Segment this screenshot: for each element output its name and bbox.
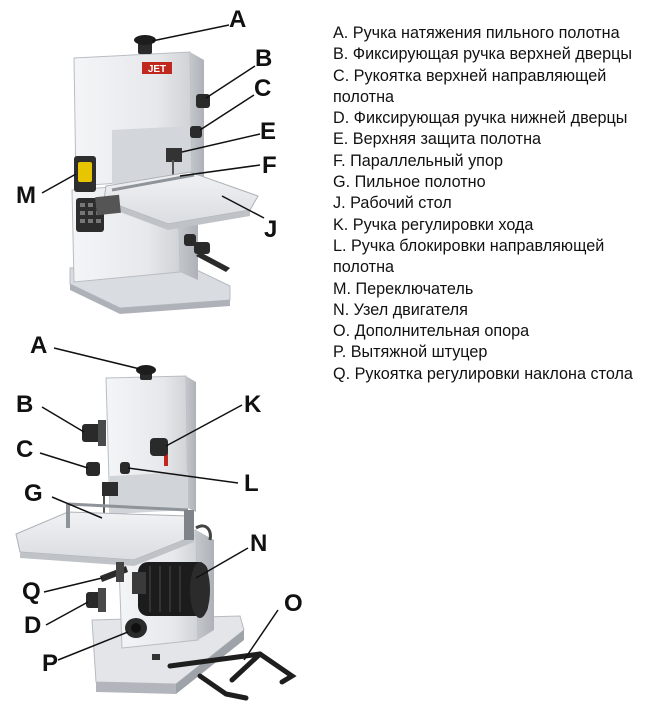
leader-O-bottom bbox=[243, 609, 279, 661]
bottom-guide-knob-C bbox=[86, 462, 100, 476]
callout-N-bottom: N bbox=[250, 530, 268, 557]
bottom-upper-frame bbox=[105, 375, 196, 515]
legend-item-K: K. Ручка регулировки хода bbox=[333, 215, 534, 234]
top-guide-knob bbox=[190, 126, 202, 138]
top-leader-lines bbox=[41, 24, 265, 219]
callout-M-top: M bbox=[16, 182, 36, 209]
top-band-saw: JET bbox=[69, 35, 259, 314]
leader-D-bottom bbox=[45, 601, 89, 626]
top-support-bar bbox=[196, 252, 230, 272]
leader-J-top bbox=[221, 195, 265, 219]
bottom-lock-knob-L bbox=[120, 462, 130, 474]
legend-item-N: N. Узел двигателя bbox=[333, 300, 468, 319]
leader-N-bottom bbox=[195, 547, 249, 579]
callout-Q-bottom: Q bbox=[22, 578, 41, 605]
top-tension-knob bbox=[134, 35, 156, 54]
legend-item-E: E. Верхняя защита полотна bbox=[333, 130, 542, 149]
leader-A-top bbox=[151, 24, 230, 42]
leader-B-bottom bbox=[41, 406, 85, 433]
legend-item-O: O. Дополнительная опора bbox=[333, 322, 530, 341]
callout-F-top: F bbox=[262, 152, 277, 179]
bottom-door-knob-B bbox=[82, 420, 106, 446]
leader-C-bottom bbox=[39, 452, 89, 469]
top-work-table bbox=[95, 171, 259, 230]
callout-K-bottom: K bbox=[244, 391, 262, 418]
legend-item-B: B. Фиксирующая ручка верхней дверцы bbox=[333, 45, 633, 64]
legend-item-L: L. Ручка блокировки направляющей полотна bbox=[333, 236, 605, 277]
callout-D-bottom: D bbox=[24, 612, 42, 639]
callout-A-bottom: A bbox=[30, 332, 48, 359]
bottom-band-saw bbox=[15, 365, 297, 701]
bottom-motor bbox=[132, 562, 210, 618]
callout-O-bottom: O bbox=[284, 590, 303, 617]
callout-C-bottom: C bbox=[16, 436, 34, 463]
legend-item-A: A. Ручка натяжения пильного полотна bbox=[333, 24, 620, 42]
legend-item-J: J. Рабочий стол bbox=[333, 194, 452, 213]
top-throat bbox=[112, 126, 190, 184]
leader-A-bottom bbox=[53, 347, 141, 370]
leader-B-top bbox=[205, 65, 256, 99]
legend-item-Q: Q. Рукоятка регулировки наклона стола bbox=[333, 364, 633, 383]
bottom-tilt-handle-Q bbox=[100, 562, 128, 582]
top-switch bbox=[74, 156, 96, 192]
brand-plate bbox=[142, 62, 172, 74]
legend-item-F: F. Параллельный упор bbox=[333, 151, 503, 170]
leader-F-top bbox=[179, 164, 261, 177]
callout-C-top: C bbox=[254, 75, 272, 102]
callout-B-bottom: B bbox=[16, 391, 34, 418]
leader-P-bottom bbox=[57, 631, 129, 661]
parts-legend: A. Ручка натяжения пильного полотна B. Ф… bbox=[333, 23, 658, 385]
bottom-leader-lines bbox=[39, 347, 279, 661]
bottom-tracking-knob-K bbox=[150, 438, 168, 456]
legend-item-C: C. Рукоятка верхней направляющей полотна bbox=[333, 66, 607, 106]
leader-M-top bbox=[41, 173, 77, 194]
legend-item-M: M. Переключатель bbox=[333, 279, 474, 298]
bottom-door-knob-D bbox=[86, 588, 106, 612]
bottom-tension-knob bbox=[136, 365, 156, 380]
brand-plate-text: JET bbox=[148, 64, 166, 75]
legend-item-P: P. Вытяжной штуцер bbox=[333, 343, 488, 362]
leader-Q-bottom bbox=[43, 577, 103, 593]
callout-J-top: J bbox=[264, 216, 278, 243]
bottom-work-table bbox=[15, 502, 212, 566]
callout-A-top: A bbox=[229, 6, 247, 33]
leader-C-top bbox=[199, 94, 255, 131]
leader-E-top bbox=[181, 133, 261, 153]
bottom-dust-port-P bbox=[125, 618, 147, 638]
leader-L-bottom bbox=[127, 467, 239, 484]
bottom-support-O bbox=[167, 651, 297, 701]
legend-item-D: D. Фиксирующая ручка нижней дверцы bbox=[333, 109, 628, 128]
leader-G-bottom bbox=[51, 496, 103, 519]
top-lower-knobs bbox=[184, 234, 210, 254]
legend-item-G: G. Пильное полотно bbox=[333, 173, 486, 192]
callout-L-bottom: L bbox=[244, 470, 259, 497]
callout-B-top: B bbox=[255, 45, 273, 72]
leader-K-bottom bbox=[165, 404, 243, 447]
callout-G-bottom: G bbox=[24, 480, 43, 507]
callout-E-top: E bbox=[260, 118, 277, 145]
callout-P-bottom: P bbox=[42, 650, 59, 677]
